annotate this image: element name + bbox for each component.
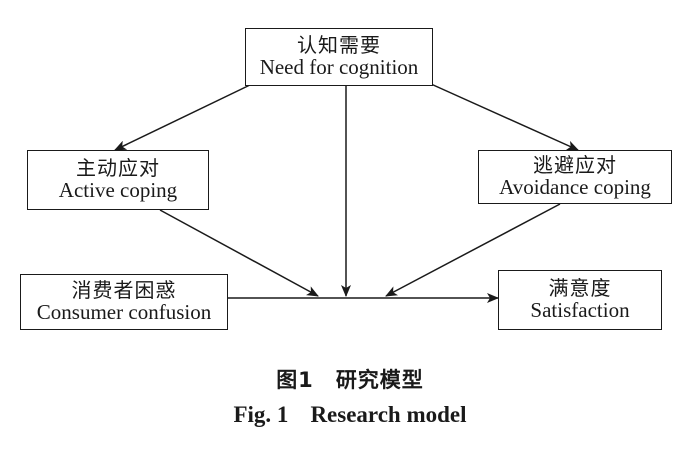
figure-caption-zh: 图1 研究模型 xyxy=(0,364,700,394)
node-need-for-cognition: 认知需要 Need for cognition xyxy=(245,28,433,86)
figure-caption-en: Fig. 1 Research model xyxy=(0,402,700,428)
edge-need-to-active xyxy=(114,83,253,151)
node-satisfaction: 满意度 Satisfaction xyxy=(498,270,662,330)
edge-active-to-moderation xyxy=(159,209,319,297)
edge-avoidance-to-moderation xyxy=(385,203,561,297)
node-satisfaction-en: Satisfaction xyxy=(530,298,630,323)
node-active-coping-en: Active coping xyxy=(58,178,178,203)
node-consumer-confusion-zh: 消费者困惑 xyxy=(71,278,177,303)
node-active-coping: 主动应对 Active coping xyxy=(27,150,209,210)
edge-need-to-avoidance xyxy=(430,83,579,151)
node-avoidance-coping-en: Avoidance coping xyxy=(499,175,651,200)
figure-label-zh: 图1 xyxy=(276,368,314,392)
node-consumer-confusion-en: Consumer confusion xyxy=(36,300,212,325)
node-need-for-cognition-zh: 认知需要 xyxy=(297,33,381,58)
node-active-coping-zh: 主动应对 xyxy=(76,156,160,181)
node-consumer-confusion: 消费者困惑 Consumer confusion xyxy=(20,274,228,330)
figure-label-en: Fig. 1 xyxy=(233,402,289,427)
node-avoidance-coping-zh: 逃避应对 xyxy=(533,153,617,178)
node-need-for-cognition-en: Need for cognition xyxy=(259,55,419,80)
figure-title-zh: 研究模型 xyxy=(335,368,424,392)
node-avoidance-coping: 逃避应对 Avoidance coping xyxy=(478,150,672,204)
figure-title-en: Research model xyxy=(310,402,467,427)
node-satisfaction-zh: 满意度 xyxy=(548,276,612,301)
